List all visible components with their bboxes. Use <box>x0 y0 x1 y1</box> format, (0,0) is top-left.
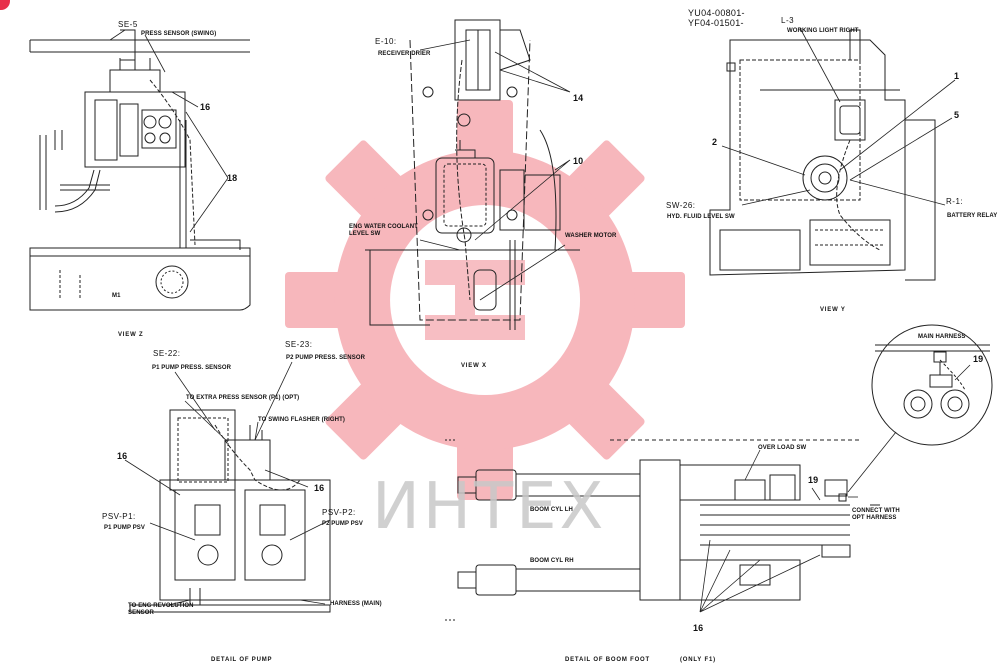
label-x-14: 14 <box>573 93 584 103</box>
label-psv-p2-desc: P2 PUMP PSV <box>322 521 364 527</box>
view-y-drawing <box>709 27 956 281</box>
label-e10-desc: RECEIVER DRIER <box>378 51 431 57</box>
label-psv-p1-code: PSV-P1: <box>102 512 136 521</box>
watermark-text: ИНТЕХ <box>372 470 607 544</box>
label-l3-desc: WORKING LIGHT RIGHT <box>787 28 859 34</box>
label-y-1: 1 <box>954 71 960 81</box>
label-over-load: OVER LOAD SW <box>758 445 807 451</box>
caption-view-z: VIEW Z <box>118 332 144 338</box>
label-se23-desc: P2 PUMP PRESS. SENSOR <box>286 355 366 361</box>
label-y-2: 2 <box>712 137 718 147</box>
label-eng-rev-1: TO ENG REVOLUTION <box>128 603 194 609</box>
caption-detail-pump: DETAIL OF PUMP <box>211 657 273 663</box>
label-r1-code: R-1: <box>946 197 964 206</box>
label-eng-rev-2: SENSOR <box>128 610 154 616</box>
label-washer-motor: WASHER MOTOR <box>565 233 617 239</box>
label-boom-19: 19 <box>808 475 819 485</box>
label-boom-16: 16 <box>693 623 704 633</box>
doc-code-1: YU04-00801- <box>688 8 745 18</box>
label-main-harness: MAIN HARNESS <box>918 334 966 340</box>
corner-badge <box>0 0 10 10</box>
label-se5-desc: PRESS SENSOR (SWING) <box>141 31 217 37</box>
label-pump-16b: 16 <box>314 483 325 493</box>
label-x-10: 10 <box>573 156 584 166</box>
label-l3-code: L-3 <box>781 16 795 25</box>
view-z-drawing <box>29 29 251 311</box>
doc-code-2: YF04-01501- <box>688 18 744 28</box>
label-r1-desc: BATTERY RELAY <box>947 213 998 219</box>
label-psv-p2-code: PSV-P2: <box>322 508 356 517</box>
label-connect-2: OPT HARNESS <box>852 515 897 521</box>
label-coolant-1: ENG WATER COOLANT <box>349 224 418 230</box>
inset-drawing <box>847 324 993 493</box>
label-se22-code: SE-22: <box>153 349 181 358</box>
label-y-5: 5 <box>954 110 960 120</box>
label-swing-flasher: TO SWING FLASHER (RIGHT) <box>258 417 345 423</box>
label-inset-19: 19 <box>973 354 984 364</box>
label-se5-code: SE-5 <box>118 20 138 29</box>
label-boom-cyl-lh: BOOM CYL LH <box>530 507 573 513</box>
label-psv-p1-desc: P1 PUMP PSV <box>104 525 146 531</box>
label-pump-16a: 16 <box>117 451 128 461</box>
label-se23-code: SE-23: <box>285 340 313 349</box>
caption-only-f1: (ONLY F1) <box>680 657 716 663</box>
label-sw26-desc: HYD. FLUID LEVEL SW <box>667 214 735 220</box>
label-e10-code: E-10: <box>375 37 397 46</box>
label-extra-press: TO EXTRA PRESS SENSOR (P1) (OPT) <box>186 395 300 401</box>
pump-drawing <box>124 361 331 613</box>
view-x-drawing <box>365 19 580 330</box>
caption-view-y: VIEW Y <box>820 307 846 313</box>
label-z-m1: M1 <box>112 293 121 299</box>
label-sw26-code: SW-26: <box>666 201 696 210</box>
boom-drawing <box>445 439 880 621</box>
label-connect-1: CONNECT WITH <box>852 508 900 514</box>
caption-detail-boom-foot: DETAIL OF BOOM FOOT <box>565 657 650 663</box>
label-boom-cyl-rh: BOOM CYL RH <box>530 558 574 564</box>
label-harness-main: HARNESS (MAIN) <box>330 601 382 607</box>
label-se22-desc: P1 PUMP PRESS. SENSOR <box>152 365 232 371</box>
label-z-18: 18 <box>227 173 238 183</box>
caption-view-x: VIEW X <box>461 363 487 369</box>
label-coolant-2: LEVEL SW <box>349 231 381 237</box>
label-z-16: 16 <box>200 102 211 112</box>
